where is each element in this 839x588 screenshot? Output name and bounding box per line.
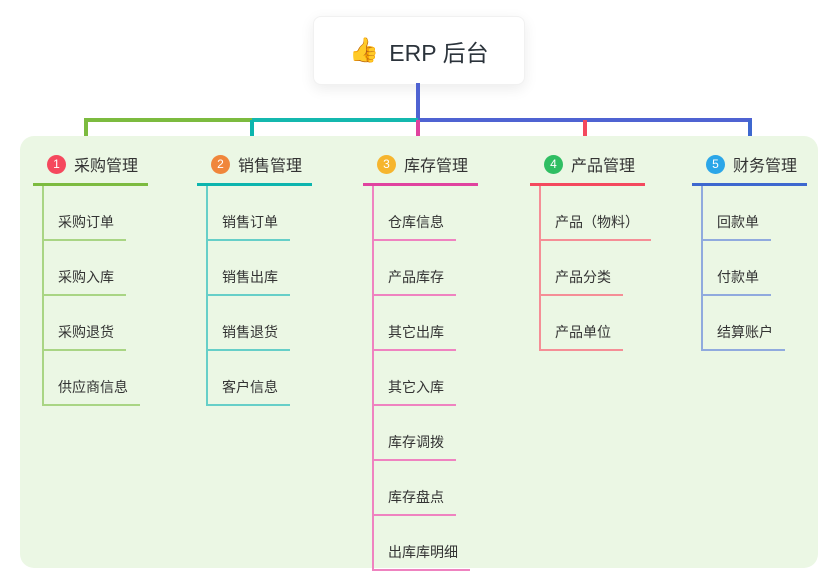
root-stem-connector xyxy=(416,83,420,118)
child-label: 产品库存 xyxy=(372,267,456,296)
branch-number-badge: 2 xyxy=(211,154,230,174)
child-node[interactable]: 其它入库 xyxy=(372,351,478,406)
child-node[interactable]: 销售订单 xyxy=(206,186,312,241)
child-node[interactable]: 付款单 xyxy=(701,241,807,296)
child-label: 结算账户 xyxy=(701,322,785,351)
child-node[interactable]: 库存盘点 xyxy=(372,461,478,516)
child-node[interactable]: 销售退货 xyxy=(206,296,312,351)
child-label: 销售出库 xyxy=(206,267,290,296)
branch-header[interactable]: 2 销售管理 xyxy=(197,152,312,186)
children-spine-connector xyxy=(372,186,374,570)
branch-column: 2 销售管理销售订单销售出库销售退货客户信息 xyxy=(197,152,312,406)
branch-column: 4 产品管理产品（物料） 产品分类产品单位 xyxy=(530,152,651,351)
children-spine-connector xyxy=(42,186,44,405)
root-label: ERP 后台 xyxy=(389,39,489,66)
branch-drop-connector xyxy=(416,120,420,148)
children-spine-connector xyxy=(206,186,208,405)
child-label: 采购订单 xyxy=(42,212,126,241)
child-label: 库存调拨 xyxy=(372,432,456,461)
branch-column: 5 财务管理回款单付款单结算账户 xyxy=(692,152,807,351)
branch-header[interactable]: 4 产品管理 xyxy=(530,152,645,186)
child-label: 产品单位 xyxy=(539,322,623,351)
child-label: 其它入库 xyxy=(372,377,456,406)
child-label: 销售退货 xyxy=(206,322,290,351)
branches-panel: 1 采购管理采购订单采购入库采购退货供应商信息 2 销售管理销售订单销售出库销售退货客… xyxy=(20,136,818,571)
branch-number-badge: 4 xyxy=(544,154,563,174)
branch-number-badge: 3 xyxy=(377,154,396,174)
child-node[interactable]: 其它出库 xyxy=(372,296,478,351)
child-node[interactable]: 产品（物料） xyxy=(539,186,651,241)
child-label: 采购退货 xyxy=(42,322,126,351)
branch-children: 产品（物料） 产品分类产品单位 xyxy=(539,186,651,351)
children-spine-connector xyxy=(539,186,541,350)
child-node[interactable]: 出库库明细 xyxy=(372,516,478,571)
child-label: 产品（物料） xyxy=(539,212,651,241)
branch-title: 库存管理 xyxy=(404,158,469,175)
child-node[interactable]: 采购入库 xyxy=(42,241,148,296)
branch-drop-connector xyxy=(748,120,752,148)
child-node[interactable]: 采购订单 xyxy=(42,186,148,241)
child-label: 供应商信息 xyxy=(42,377,140,406)
branch-number-badge: 5 xyxy=(706,154,725,174)
child-label: 客户信息 xyxy=(206,377,290,406)
child-node[interactable]: 采购退货 xyxy=(42,296,148,351)
branch-header[interactable]: 3 库存管理 xyxy=(363,152,478,186)
child-label: 库存盘点 xyxy=(372,487,456,516)
branch-column: 1 采购管理采购订单采购入库采购退货供应商信息 xyxy=(33,152,148,406)
branch-children: 回款单付款单结算账户 xyxy=(701,186,807,351)
children-spine-connector xyxy=(701,186,703,350)
child-node[interactable]: 供应商信息 xyxy=(42,351,148,406)
branch-title: 产品管理 xyxy=(571,158,636,175)
child-node[interactable]: 销售出库 xyxy=(206,241,312,296)
child-label: 产品分类 xyxy=(539,267,623,296)
child-label: 回款单 xyxy=(701,212,771,241)
thumbs-up-icon: 👍 xyxy=(349,36,380,64)
child-node[interactable]: 产品单位 xyxy=(539,296,651,351)
branch-number-badge: 1 xyxy=(47,154,66,174)
child-node[interactable]: 产品库存 xyxy=(372,241,478,296)
child-node[interactable]: 仓库信息 xyxy=(372,186,478,241)
branch-title: 财务管理 xyxy=(733,158,798,175)
branch-header[interactable]: 1 采购管理 xyxy=(33,152,148,186)
child-label: 出库库明细 xyxy=(372,542,470,571)
branch-children: 采购订单采购入库采购退货供应商信息 xyxy=(42,186,148,406)
root-node[interactable]: 👍 ERP 后台 xyxy=(313,16,525,85)
branch-connector-segment xyxy=(84,118,252,122)
branch-drop-connector xyxy=(84,120,88,148)
child-node[interactable]: 产品分类 xyxy=(539,241,651,296)
child-node[interactable]: 客户信息 xyxy=(206,351,312,406)
branch-drop-connector xyxy=(250,120,254,148)
branch-title: 销售管理 xyxy=(238,158,303,175)
child-label: 销售订单 xyxy=(206,212,290,241)
branch-drop-connector xyxy=(583,120,587,148)
branch-connector-segment xyxy=(252,118,418,122)
child-label: 仓库信息 xyxy=(372,212,456,241)
child-node[interactable]: 回款单 xyxy=(701,186,807,241)
child-label: 采购入库 xyxy=(42,267,126,296)
child-label: 其它出库 xyxy=(372,322,456,351)
branch-column: 3 库存管理仓库信息产品库存其它出库其它入库库存调拨库存盘点出库库明细 xyxy=(363,152,478,571)
branch-children: 销售订单销售出库销售退货客户信息 xyxy=(206,186,312,406)
child-node[interactable]: 结算账户 xyxy=(701,296,807,351)
branch-title: 采购管理 xyxy=(74,158,139,175)
child-label: 付款单 xyxy=(701,267,771,296)
branch-children: 仓库信息产品库存其它出库其它入库库存调拨库存盘点出库库明细 xyxy=(372,186,478,571)
child-node[interactable]: 库存调拨 xyxy=(372,406,478,461)
branch-header[interactable]: 5 财务管理 xyxy=(692,152,807,186)
